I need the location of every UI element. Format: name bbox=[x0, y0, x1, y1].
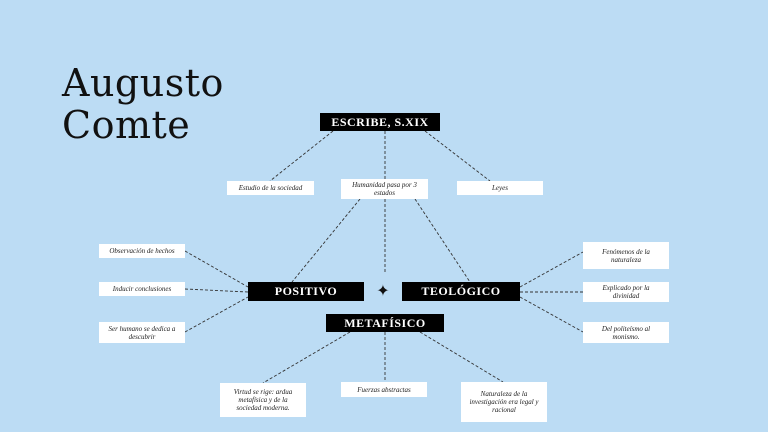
box-humanidad: Humanidad pasa por 3 estados bbox=[341, 179, 428, 199]
line-escribe-estudio bbox=[269, 130, 334, 182]
node-positivo: POSITIVO bbox=[248, 282, 364, 301]
line-humanidad-positivo bbox=[291, 198, 361, 283]
line-metafisico-virtud bbox=[262, 331, 351, 384]
line-positivo-observacion bbox=[184, 250, 249, 288]
box-estudio: Estudio de la sociedad bbox=[227, 181, 314, 195]
box-naturaleza: Naturaleza de la investigación era legal… bbox=[461, 382, 547, 422]
node-teologico: TEOLÓGICO bbox=[402, 282, 520, 301]
title-line-2: Comte bbox=[62, 103, 191, 147]
node-metafisico: METAFÍSICO bbox=[326, 314, 444, 332]
box-observacion: Observación de hechos bbox=[99, 244, 185, 258]
star-icon: ✦ bbox=[376, 281, 390, 300]
line-humanidad-teologico bbox=[414, 198, 471, 283]
line-teologico-politeismo bbox=[519, 296, 584, 333]
box-politeismo: Del politeísmo al monismo. bbox=[583, 322, 669, 343]
line-positivo-inducir bbox=[184, 288, 249, 293]
line-positivo-ser bbox=[184, 296, 249, 333]
box-ser-humano: Ser humano se dedica a descubrir bbox=[99, 322, 185, 343]
box-inducir: Inducir conclusiones bbox=[99, 282, 185, 296]
page-title: Augusto Comte bbox=[62, 62, 224, 146]
node-escribe: ESCRIBE, S.XIX bbox=[320, 113, 440, 131]
box-fuerzas: Fuerzas abstractas bbox=[341, 382, 427, 397]
box-virtud: Virtud se rige: ardua metafísica y de la… bbox=[220, 383, 306, 417]
box-explicado: Explicado por la divinidad bbox=[583, 282, 669, 302]
box-fenomenos: Fenómenos de la naturaleza bbox=[583, 242, 669, 269]
line-teologico-fenomenos bbox=[519, 251, 584, 288]
title-line-1: Augusto bbox=[62, 61, 224, 105]
line-escribe-leyes bbox=[424, 130, 491, 182]
line-metafisico-naturaleza bbox=[419, 331, 504, 383]
box-leyes: Leyes bbox=[457, 181, 543, 195]
